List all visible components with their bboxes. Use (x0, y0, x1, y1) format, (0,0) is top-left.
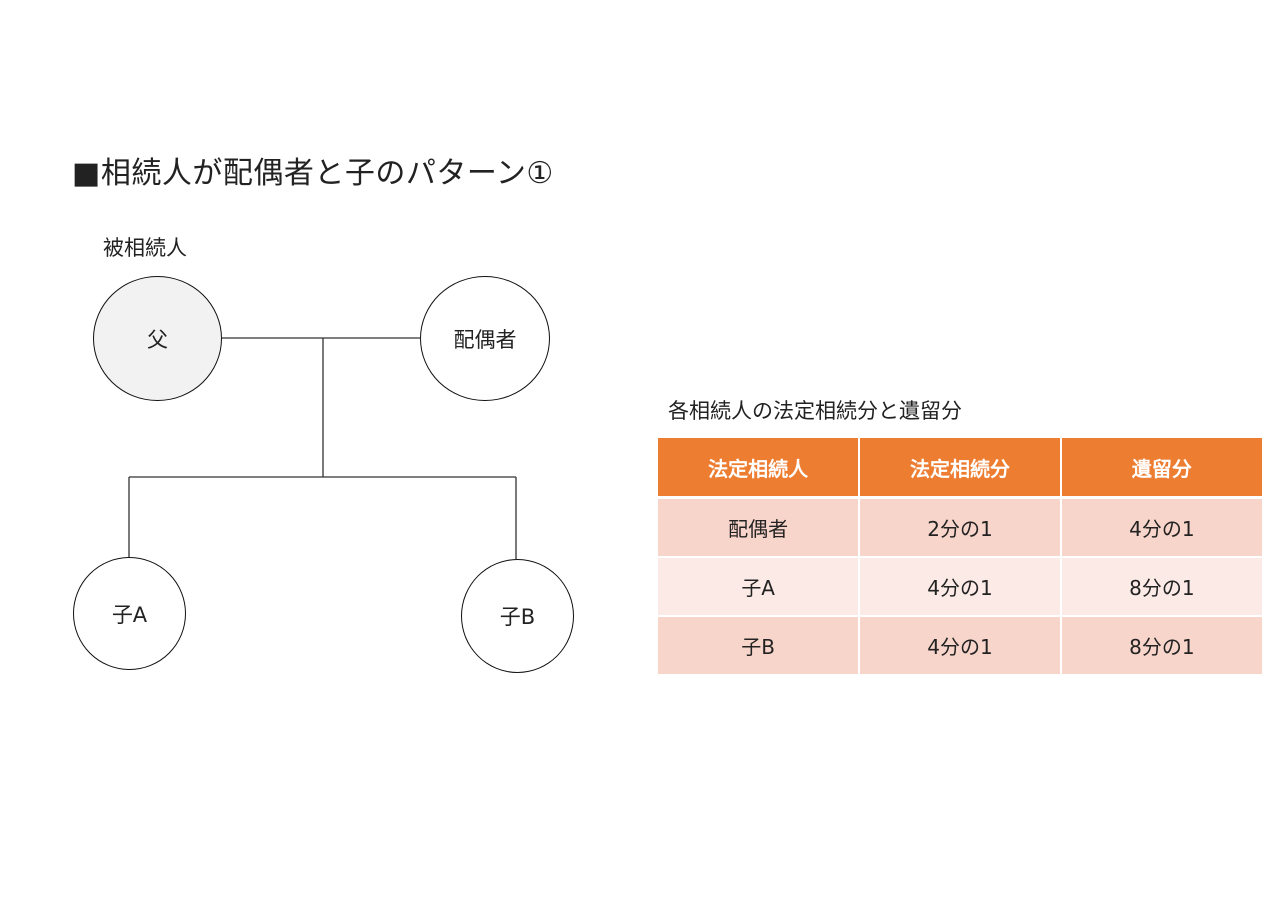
inheritance-share-table: 法定相続人 法定相続分 遺留分 配偶者 2分の1 4分の1 子A 4分の1 8分… (658, 438, 1262, 676)
table-header-row: 法定相続人 法定相続分 遺留分 (658, 438, 1262, 499)
child-a-label: 子A (111, 602, 148, 627)
cell-heir: 配偶者 (658, 497, 861, 558)
cell-legal-share: 4分の1 (858, 616, 1062, 676)
table-row: 子B 4分の1 8分の1 (658, 616, 1262, 676)
table-row: 子A 4分の1 8分の1 (658, 557, 1262, 617)
child-b-label: 子B (499, 605, 536, 629)
family-tree-connectors (128, 337, 517, 559)
cell-legal-share: 2分の1 (858, 497, 1062, 558)
spouse-label: 配偶者 (453, 327, 517, 352)
father-label: 父 (147, 327, 168, 352)
decedent-label: 被相続人 (103, 236, 187, 260)
child-a-node: 子A (73, 557, 186, 670)
cell-reserved-share: 8分の1 (1059, 616, 1262, 676)
page-title: ■相続人が配偶者と子のパターン① (72, 156, 554, 191)
header-legal-heir: 法定相続人 (658, 438, 861, 499)
father-node: 父 (93, 276, 222, 401)
header-reserved-share: 遺留分 (1059, 438, 1262, 499)
cell-heir: 子B (658, 616, 861, 676)
spouse-node: 配偶者 (420, 276, 550, 401)
table-caption: 各相続人の法定相続分と遺留分 (668, 399, 962, 423)
cell-legal-share: 4分の1 (858, 557, 1062, 617)
cell-reserved-share: 8分の1 (1059, 557, 1262, 617)
table-row: 配偶者 2分の1 4分の1 (658, 497, 1262, 558)
child-b-node: 子B (461, 559, 574, 673)
header-legal-share: 法定相続分 (858, 438, 1062, 499)
cell-heir: 子A (658, 557, 861, 617)
cell-reserved-share: 4分の1 (1059, 497, 1262, 558)
